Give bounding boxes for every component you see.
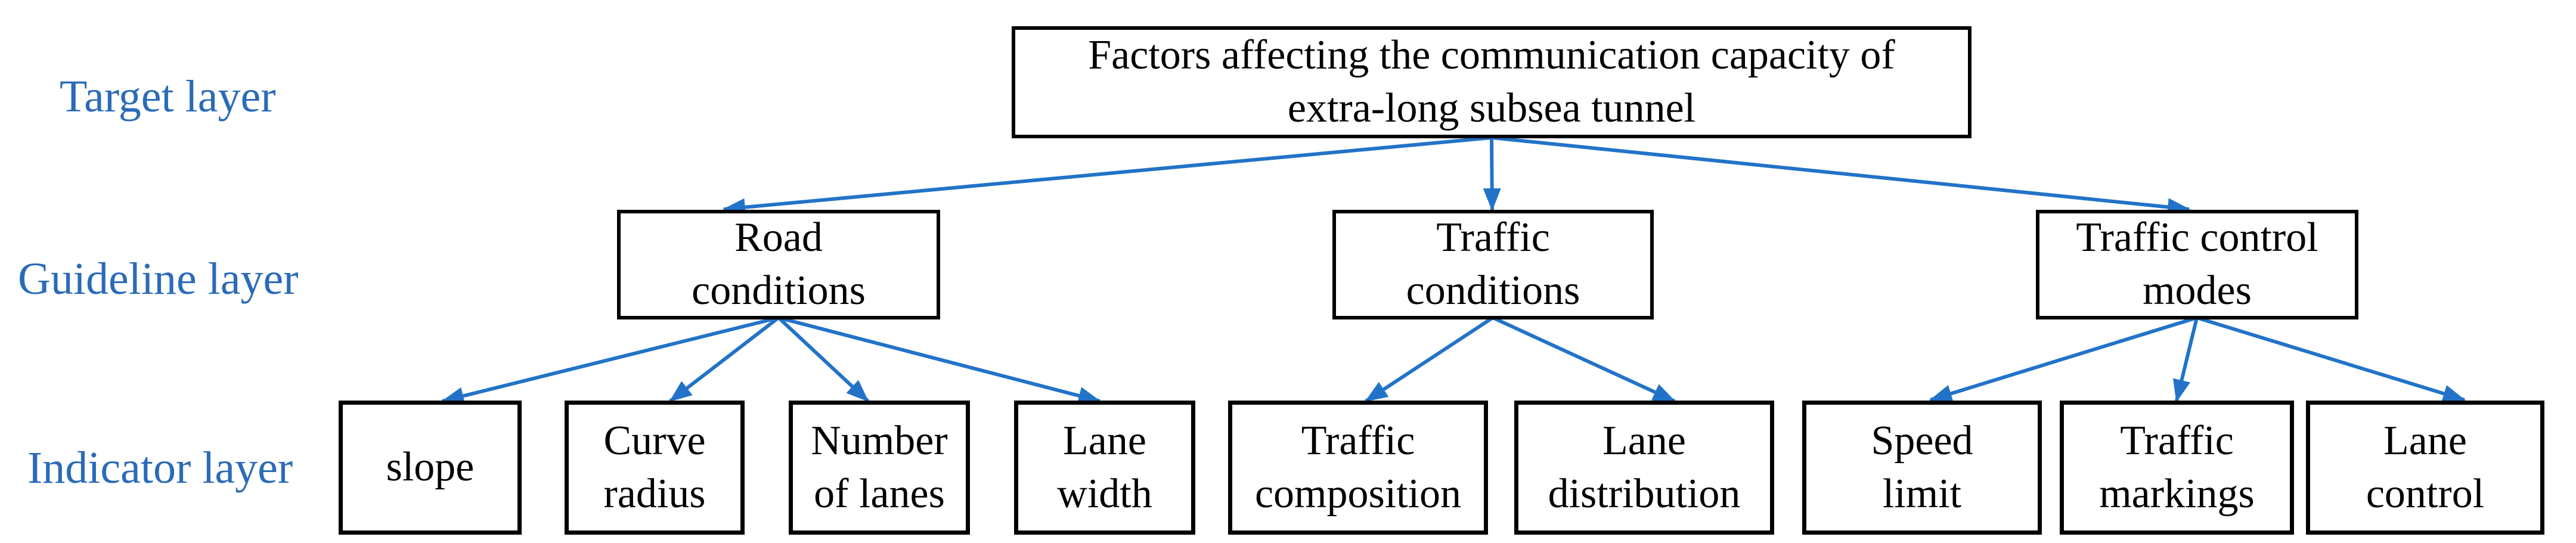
indicator-box-line: markings — [2099, 470, 2255, 517]
indicator-box-line: Speed — [1871, 417, 1973, 464]
indicator-box-line: Curve — [603, 417, 706, 464]
indicator-box-slope: slope — [339, 401, 522, 535]
row-label-guideline: Guideline layer — [18, 254, 299, 304]
indicator-box-lane-width: Lane width — [1014, 401, 1195, 535]
row-label-indicator: Indicator layer — [27, 443, 293, 493]
indicator-box-line: distribution — [1548, 470, 1741, 517]
target-box-line2: extra-long subsea tunnel — [1287, 85, 1696, 131]
edge-control-lane-control — [2196, 316, 2466, 402]
indicator-box-speed-limit: Speed limit — [1802, 401, 2042, 535]
edge-road-lane-width — [778, 316, 1101, 405]
indicator-box-line: slope — [386, 444, 475, 491]
indicator-box-line: Traffic — [1301, 417, 1415, 464]
indicator-box-line: of lanes — [814, 470, 945, 517]
indicator-box-lane-distribution: Lane distribution — [1514, 401, 1774, 535]
edge-target-road-conditions — [723, 136, 1492, 216]
indicator-box-traffic-composition: Traffic composition — [1228, 401, 1488, 535]
guideline-box-road-conditions: Road conditions — [617, 210, 940, 319]
edge-control-traffic-markings — [2172, 317, 2199, 402]
edge-road-slope — [441, 316, 779, 405]
guideline-box-line: Traffic control — [2076, 215, 2318, 261]
indicator-box-line: Traffic — [2120, 417, 2234, 464]
indicator-box-line: composition — [1254, 470, 1462, 517]
indicator-box-line: Lane — [2383, 417, 2467, 464]
guideline-box-line: conditions — [692, 268, 866, 314]
indicator-box-number-of-lanes: Number of lanes — [789, 401, 970, 535]
edge-traffic-lane-distribution — [1492, 316, 1676, 403]
guideline-box-traffic-conditions: Traffic conditions — [1332, 210, 1654, 319]
indicator-box-line: limit — [1882, 470, 1962, 517]
edge-target-traffic-control-modes — [1491, 136, 2190, 216]
target-box: Factors affecting the communication capa… — [1012, 26, 1971, 138]
indicator-box-line: control — [2366, 470, 2485, 517]
indicator-box-curve-radius: Curve radius — [565, 401, 745, 535]
edge-traffic-traffic-composition — [1365, 316, 1494, 403]
guideline-box-line: Road — [734, 215, 823, 261]
indicator-box-line: radius — [603, 470, 706, 517]
indicator-box-lane-control: Lane control — [2306, 401, 2544, 535]
edge-road-curve-radius — [669, 316, 780, 403]
edge-road-number-of-lanes — [777, 316, 870, 403]
guideline-box-line: conditions — [1406, 268, 1580, 314]
indicator-box-line: Lane — [1602, 417, 1686, 464]
indicator-box-line: Lane — [1063, 417, 1146, 464]
guideline-box-line: Traffic — [1436, 215, 1550, 261]
indicator-box-line: Number — [811, 417, 948, 464]
row-label-target: Target layer — [60, 72, 276, 122]
indicator-box-traffic-markings: Traffic markings — [2060, 401, 2294, 535]
indicator-box-line: width — [1057, 470, 1152, 517]
guideline-box-line: modes — [2143, 268, 2252, 314]
guideline-box-traffic-control-modes: Traffic control modes — [2036, 210, 2358, 319]
target-box-line1: Factors affecting the communication capa… — [1088, 32, 1895, 79]
edge-control-speed-limit — [1929, 316, 2197, 402]
